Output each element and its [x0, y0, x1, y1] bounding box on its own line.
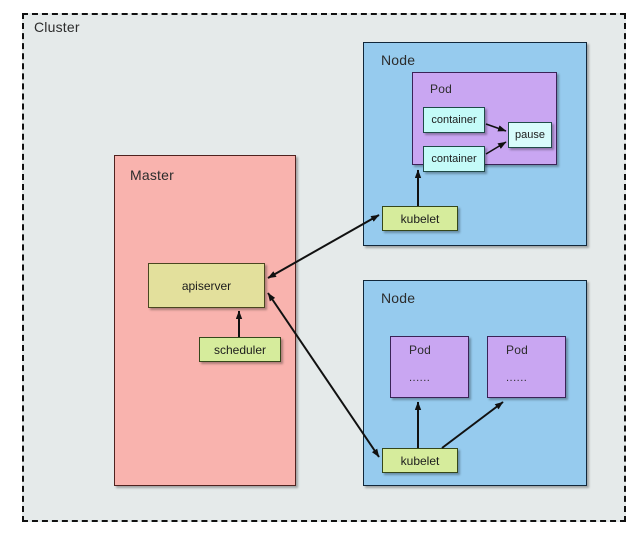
pod-ellipsis-2: ...... — [409, 372, 431, 384]
master-label: Master — [130, 167, 174, 183]
container-box-2[interactable]: container — [423, 146, 485, 172]
master-box[interactable] — [114, 155, 296, 486]
node-label-2: Node — [381, 290, 416, 306]
pod-label-3: Pod — [506, 343, 528, 357]
kubelet-box-1[interactable]: kubelet — [382, 206, 458, 231]
pod-label-2: Pod — [409, 343, 431, 357]
node-label-1: Node — [381, 52, 416, 68]
pod-box-3[interactable] — [487, 336, 566, 398]
cluster-label: Cluster — [34, 19, 80, 35]
pod-label-1: Pod — [430, 82, 452, 96]
container-box-1[interactable]: container — [423, 107, 485, 133]
apiserver-box[interactable]: apiserver — [148, 263, 265, 308]
pod-box-2[interactable] — [390, 336, 469, 398]
pod-ellipsis-3: ...... — [506, 372, 528, 384]
scheduler-box[interactable]: scheduler — [199, 337, 281, 362]
pause-container-box[interactable]: pause — [508, 122, 552, 148]
kubelet-box-2[interactable]: kubelet — [382, 448, 458, 473]
